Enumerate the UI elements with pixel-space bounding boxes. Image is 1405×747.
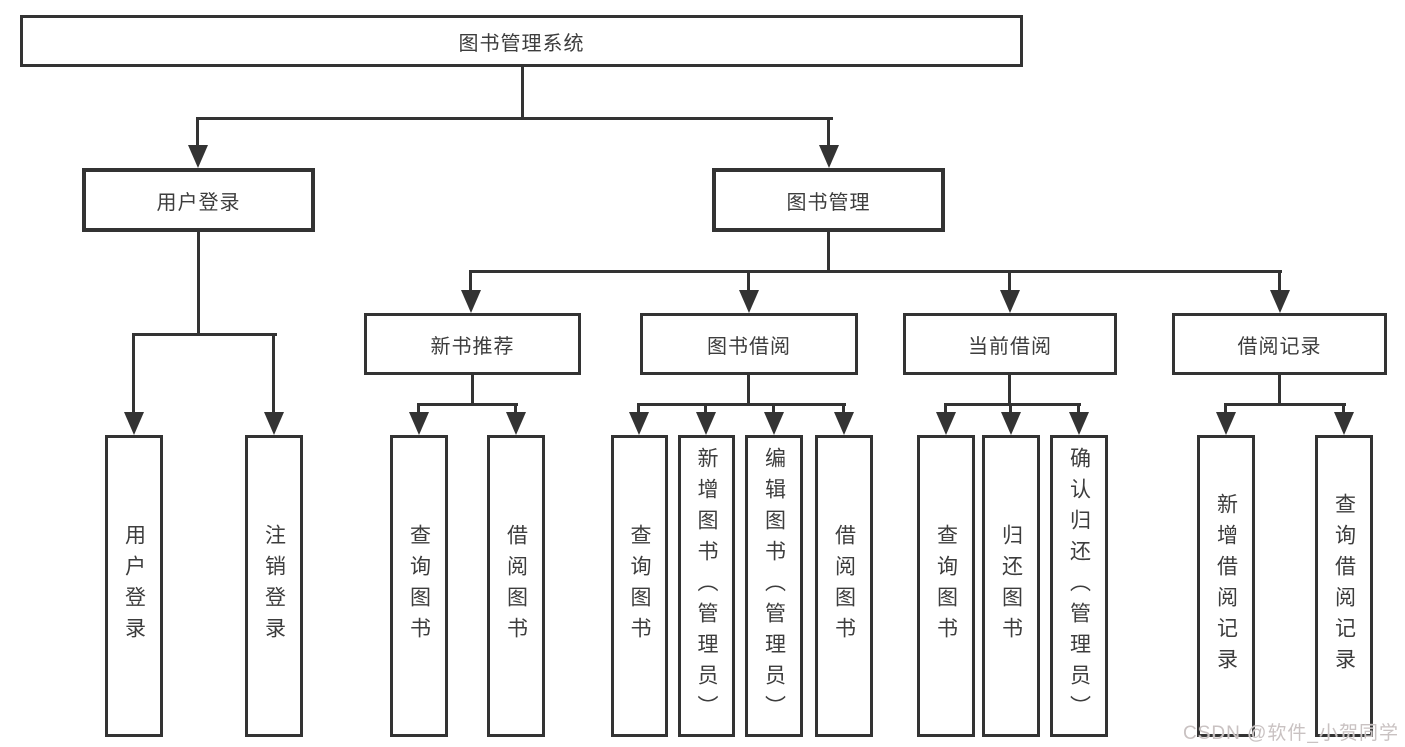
connector-hline [196,117,833,120]
leaf-borrow-books-recommend-label: 借阅图书 [504,524,528,648]
arrow-down-icon [505,403,526,435]
leaf-return-books-label: 归还图书 [999,524,1023,648]
connector-hline [469,270,1282,273]
leaf-confirm-return-admin: 确认归还（管理员） [1050,435,1108,737]
arrow-down-icon [818,117,839,168]
arrow-down-icon [833,403,854,435]
node-new-book-recommend: 新书推荐 [364,313,581,375]
arrow-down-icon [738,270,759,313]
node-book-management: 图书管理 [712,168,945,232]
arrow-down-icon [460,270,481,313]
arrow-down-icon [628,403,649,435]
leaf-query-books-recommend-label: 查询图书 [407,524,431,648]
connector-vline [521,67,524,118]
arrow-down-icon [187,117,208,168]
leaf-query-books-recommend: 查询图书 [390,435,448,737]
node-root-system: 图书管理系统 [20,15,1023,67]
arrow-down-icon [263,333,284,435]
leaf-query-books-current-label: 查询图书 [934,524,958,648]
arrow-down-icon [695,403,716,435]
leaf-query-borrow-record: 查询借阅记录 [1315,435,1373,737]
connector-vline [471,375,474,406]
connector-vline [747,375,750,406]
leaf-edit-book-admin: 编辑图书（管理员） [745,435,803,737]
watermark: CSDN @软件_小贺同学 [1183,723,1399,744]
arrow-down-icon [123,333,144,435]
node-borrowing-records-label: 借阅记录 [1237,335,1322,358]
node-borrowing-records: 借阅记录 [1172,313,1387,375]
node-current-borrowing-label: 当前借阅 [968,335,1052,358]
leaf-add-borrow-record-label: 新增借阅记录 [1214,493,1238,679]
arrow-down-icon [1000,403,1021,435]
arrow-down-icon [1269,270,1290,313]
leaf-add-book-admin-label: 新增图书（管理员） [695,446,718,726]
arrow-down-icon [1215,403,1236,435]
leaf-query-books-borrowing-label: 查询图书 [628,524,651,648]
node-root-system-label: 图书管理系统 [458,32,585,55]
node-book-borrowing: 图书借阅 [640,313,858,375]
connector-vline [197,232,200,336]
leaf-user-login-label: 用户登录 [122,524,146,648]
leaf-confirm-return-admin-label: 确认归还（管理员） [1067,446,1091,726]
node-new-book-recommend-label: 新书推荐 [430,335,515,358]
node-user-login-label: 用户登录 [156,191,241,214]
arrow-down-icon [935,403,956,435]
leaf-add-book-admin: 新增图书（管理员） [678,435,735,737]
connector-vline [827,232,830,273]
leaf-add-borrow-record: 新增借阅记录 [1197,435,1255,737]
leaf-borrow-books-borrowing: 借阅图书 [815,435,873,737]
leaf-logout-label: 注销登录 [262,524,286,648]
connector-vline [1278,375,1281,406]
leaf-user-login: 用户登录 [105,435,163,737]
arrow-down-icon [763,403,784,435]
leaf-query-books-current: 查询图书 [917,435,975,737]
connector-vline [1008,375,1011,406]
leaf-query-borrow-record-label: 查询借阅记录 [1332,493,1356,679]
connector-hline [133,333,277,336]
arrow-down-icon [1068,403,1089,435]
arrow-down-icon [408,403,429,435]
leaf-logout: 注销登录 [245,435,303,737]
leaf-query-books-borrowing: 查询图书 [611,435,668,737]
leaf-borrow-books-recommend: 借阅图书 [487,435,545,737]
arrow-down-icon [1333,403,1354,435]
arrow-down-icon [999,270,1020,313]
leaf-return-books: 归还图书 [982,435,1040,737]
connector-hline [1225,403,1346,406]
node-user-login: 用户登录 [82,168,315,232]
leaf-borrow-books-borrowing-label: 借阅图书 [832,524,856,648]
connector-hline [418,403,518,406]
node-book-borrowing-label: 图书借阅 [707,335,791,358]
node-book-management-label: 图书管理 [786,191,871,214]
leaf-edit-book-admin-label: 编辑图书（管理员） [762,446,786,726]
connector-hline [638,403,846,406]
node-current-borrowing: 当前借阅 [903,313,1117,375]
connector-hline [945,403,1081,406]
